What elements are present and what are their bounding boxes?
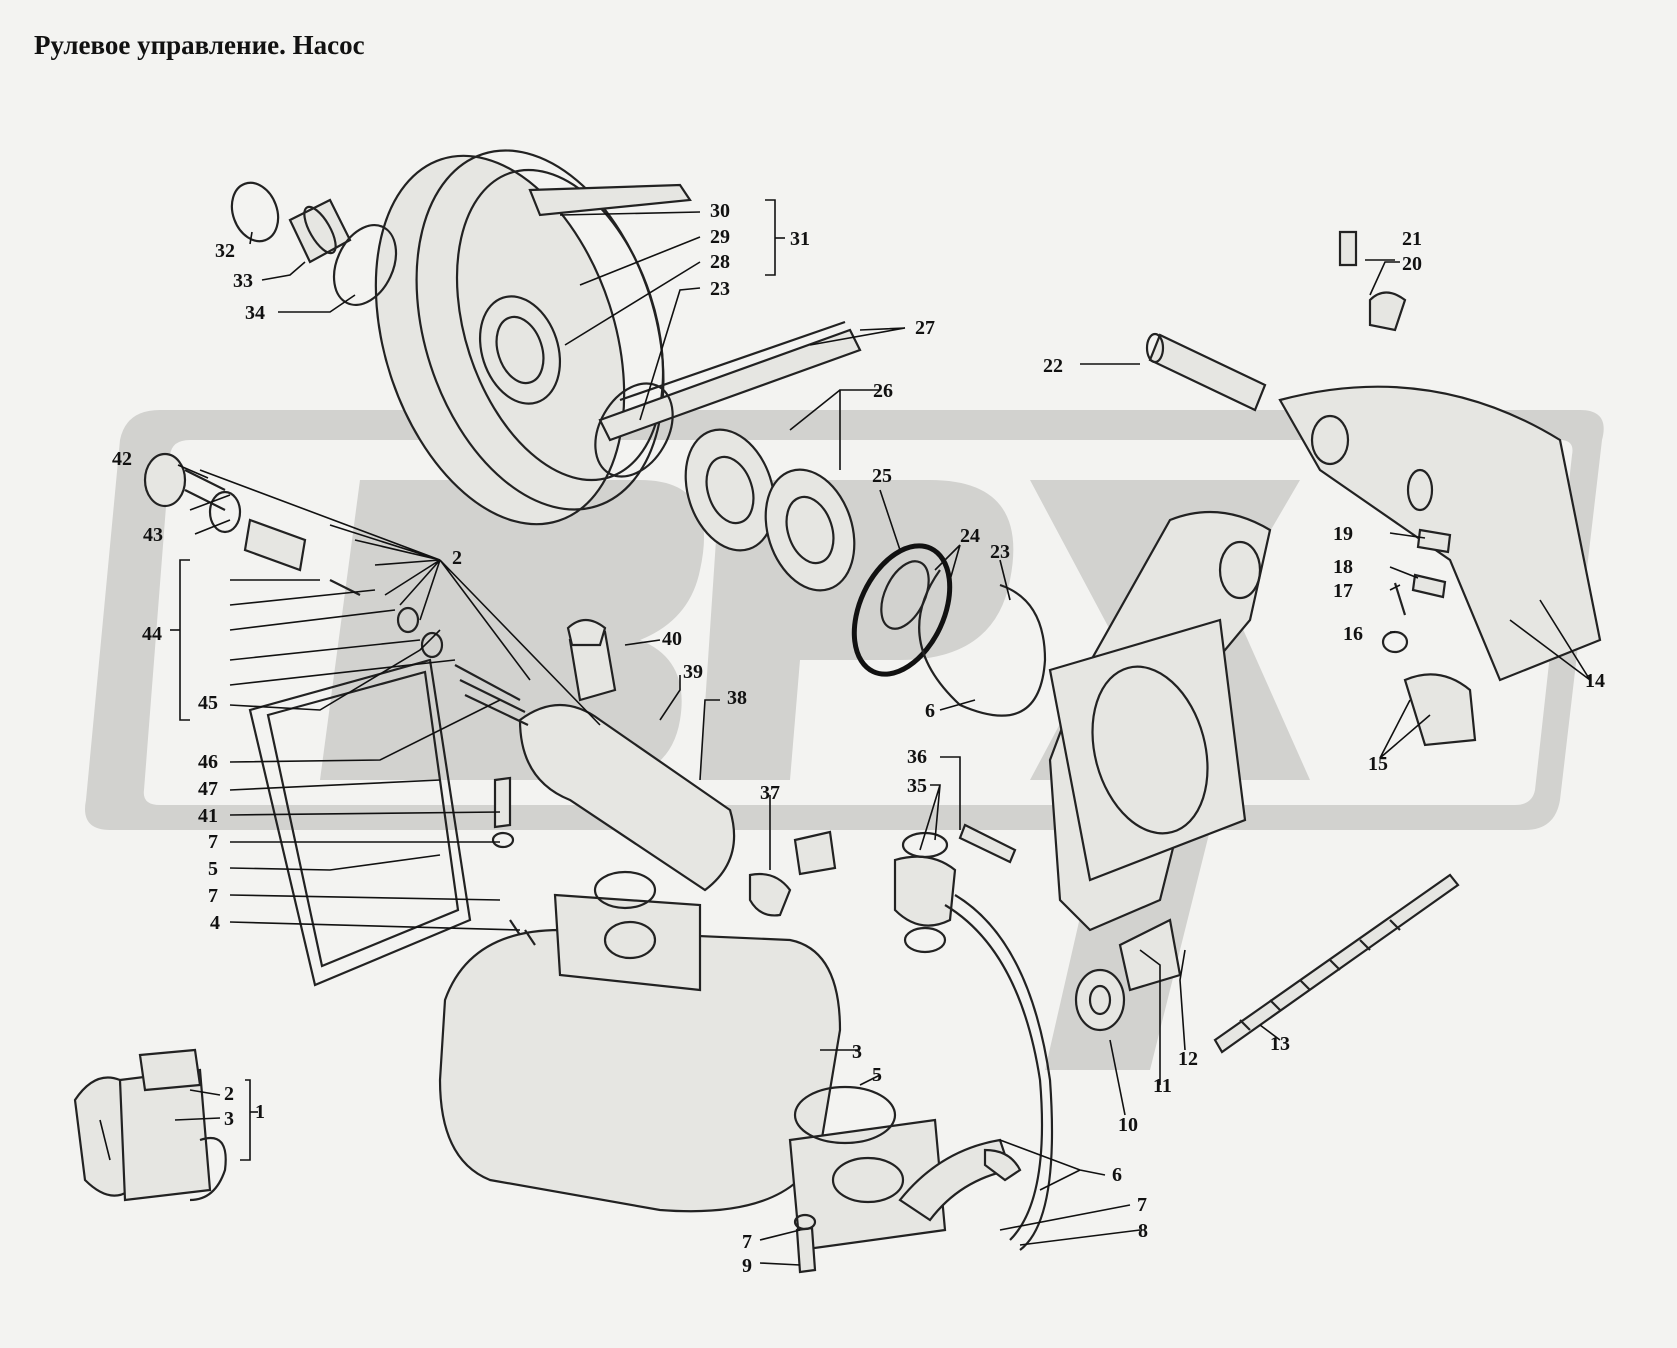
callout-28: 28 <box>710 251 730 273</box>
callout-41: 41 <box>198 805 218 827</box>
callout-2: 2 <box>224 1083 234 1105</box>
callout-10: 10 <box>1118 1114 1138 1136</box>
callout-7a: 7 <box>208 831 218 853</box>
callout-17: 17 <box>1333 580 1353 602</box>
callout-3b: 3 <box>852 1041 862 1063</box>
callout-43: 43 <box>143 524 163 546</box>
callout-5b: 5 <box>872 1064 882 1086</box>
callout-1: 1 <box>255 1101 265 1123</box>
bracket <box>1048 510 1272 932</box>
callout-35: 35 <box>907 775 927 797</box>
callout-37: 37 <box>760 782 780 804</box>
valve-body <box>518 618 792 917</box>
callout-19: 19 <box>1333 523 1353 545</box>
callout-29: 29 <box>710 226 730 248</box>
callout-26: 26 <box>873 380 893 402</box>
callout-15: 15 <box>1368 753 1388 775</box>
pump-housing <box>438 893 947 1252</box>
callout-8: 8 <box>1138 1220 1148 1242</box>
callout-47: 47 <box>198 778 218 800</box>
callout-2b: 2 <box>452 547 462 569</box>
callout-24: 24 <box>960 525 980 547</box>
callout-46: 46 <box>198 751 218 773</box>
callout-36: 36 <box>907 746 927 768</box>
callout-11: 11 <box>1153 1075 1172 1097</box>
gasket <box>248 658 472 987</box>
callout-31: 31 <box>790 228 810 250</box>
callout-7c: 7 <box>1137 1194 1147 1216</box>
callout-33: 33 <box>233 270 253 292</box>
small-rings <box>230 181 398 306</box>
callout-14: 14 <box>1585 670 1605 692</box>
callout-23b: 23 <box>990 541 1010 563</box>
callout-38: 38 <box>727 687 747 709</box>
callout-34: 34 <box>245 302 265 324</box>
callout-45: 45 <box>198 692 218 714</box>
callout-30: 30 <box>710 200 730 222</box>
callout-32: 32 <box>215 240 235 262</box>
page-title: Рулевое управление. Насос <box>34 30 365 60</box>
valve-spring-parts <box>143 452 529 726</box>
pulley-assembly <box>374 149 692 526</box>
callout-23a: 23 <box>710 278 730 300</box>
callout-3: 3 <box>224 1108 234 1130</box>
callout-16: 16 <box>1343 623 1363 645</box>
callout-9: 9 <box>742 1255 752 1277</box>
fittings-and-hoses <box>491 528 1477 1274</box>
callout-6b: 6 <box>1112 1164 1122 1186</box>
assembly-thumbnail <box>73 1048 227 1202</box>
leader-lines <box>170 199 1591 1266</box>
callout-13: 13 <box>1270 1033 1290 1055</box>
callout-labels: 1 2 3 2 3 4 5 5 6 6 7 7 7 7 8 9 10 11 12… <box>112 200 1605 1277</box>
callout-5: 5 <box>208 858 218 880</box>
callout-20: 20 <box>1402 253 1422 275</box>
callout-39: 39 <box>683 661 703 683</box>
callout-12: 12 <box>1178 1048 1198 1070</box>
callout-21: 21 <box>1402 228 1422 250</box>
callout-6: 6 <box>925 700 935 722</box>
callout-7b: 7 <box>208 885 218 907</box>
callout-25: 25 <box>872 465 892 487</box>
callout-22: 22 <box>1043 355 1063 377</box>
callout-40: 40 <box>662 628 682 650</box>
callout-27: 27 <box>915 317 935 339</box>
callout-18: 18 <box>1333 556 1353 578</box>
callout-4: 4 <box>210 912 220 934</box>
callout-44: 44 <box>142 623 162 645</box>
callout-7d: 7 <box>742 1231 752 1253</box>
callout-42: 42 <box>112 448 132 470</box>
bearings <box>594 382 1047 717</box>
